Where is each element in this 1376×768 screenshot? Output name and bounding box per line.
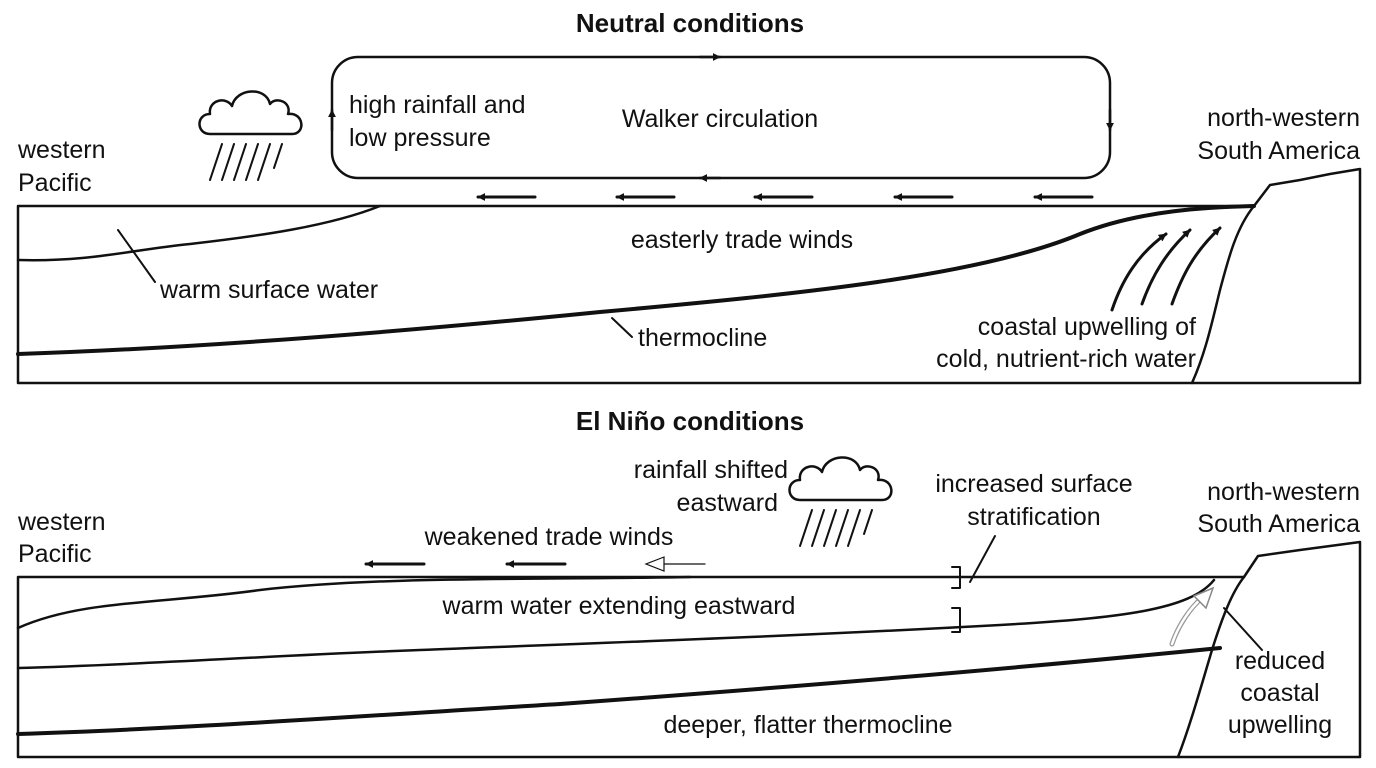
upwelling-arrow-icon bbox=[1170, 226, 1222, 306]
upwelling-label-line2: cold, nutrient-rich water bbox=[936, 345, 1196, 373]
reduced-upwelling-label-line1: reduced bbox=[1235, 647, 1325, 675]
south-america-coast bbox=[1176, 540, 1362, 759]
upwelling-arrow-icon bbox=[1140, 228, 1192, 306]
deeper-thermocline-label: deeper, flatter thermocline bbox=[663, 711, 952, 739]
upwelling-arrows bbox=[1110, 226, 1222, 312]
south-america-label-line2: South America bbox=[1197, 510, 1360, 538]
rain-cloud-icon bbox=[788, 456, 893, 547]
south-america-label-line1: north-western bbox=[1207, 478, 1360, 506]
reduced-upwelling-label-line2: coastal bbox=[1240, 679, 1319, 707]
south-america-label-line2: South America bbox=[1197, 137, 1360, 165]
warm-water-leader bbox=[117, 229, 156, 283]
warm-water-label: warm surface water bbox=[159, 276, 378, 304]
south-america-label-line1: north-western bbox=[1207, 104, 1360, 132]
south-america-coast bbox=[1190, 167, 1362, 385]
neutral-panel: Neutral conditions Walker circulation hi… bbox=[16, 8, 1362, 385]
reduced-upwelling-leader bbox=[1223, 607, 1263, 651]
shifted-rainfall-label-line1: rainfall shifted bbox=[634, 456, 788, 484]
trade-winds-label: easterly trade winds bbox=[631, 226, 853, 254]
shifted-rainfall-label-line2: eastward bbox=[677, 489, 778, 517]
rainfall-label-line1: high rainfall and bbox=[349, 91, 526, 119]
western-pacific-label-line2: Pacific bbox=[18, 169, 92, 197]
neutral-ocean-section bbox=[16, 167, 1362, 385]
stratification-label-line1: increased surface bbox=[935, 470, 1132, 498]
upwelling-arrow-icon bbox=[1110, 232, 1168, 312]
stratification-leader bbox=[969, 535, 996, 583]
walker-circulation-loop bbox=[328, 53, 1114, 182]
thermocline-line bbox=[16, 204, 1256, 356]
rainfall-label-line2: low pressure bbox=[349, 124, 491, 152]
stratification-bracket-lower bbox=[951, 607, 961, 633]
western-pacific-label-line2: Pacific bbox=[18, 540, 92, 568]
reduced-upwelling-label-line3: upwelling bbox=[1228, 711, 1332, 739]
upwelling-label-line1: coastal upwelling of bbox=[978, 313, 1196, 341]
el-nino-title: El Niño conditions bbox=[576, 406, 804, 436]
walker-circulation-label: Walker circulation bbox=[622, 105, 818, 133]
rain-cloud-icon bbox=[198, 90, 303, 181]
stratification-label-line2: stratification bbox=[967, 503, 1100, 531]
weakened-trade-winds-label: weakened trade winds bbox=[424, 523, 674, 551]
weakened-wind-arrows bbox=[364, 556, 706, 572]
warm-water-upper-boundary bbox=[16, 575, 692, 630]
faint-wind-arrow-icon bbox=[644, 556, 706, 572]
western-pacific-label-line1: western bbox=[17, 136, 106, 164]
el-nino-panel: El Niño conditions rainfall shifted east… bbox=[16, 406, 1362, 759]
western-pacific-label-line1: western bbox=[17, 508, 106, 536]
stratification-bracket-upper bbox=[951, 566, 961, 589]
warm-water-lower-boundary bbox=[16, 578, 1216, 670]
deeper-thermocline-line bbox=[16, 646, 1222, 736]
warm-water-eastward-label: warm water extending eastward bbox=[442, 592, 796, 620]
el-nino-ocean-section bbox=[16, 535, 1362, 759]
reduced-upwelling-arrow-icon bbox=[1169, 586, 1215, 647]
thermocline-leader bbox=[611, 317, 633, 338]
thermocline-label: thermocline bbox=[638, 324, 767, 352]
warm-water-boundary bbox=[16, 204, 382, 262]
neutral-title: Neutral conditions bbox=[576, 8, 804, 38]
